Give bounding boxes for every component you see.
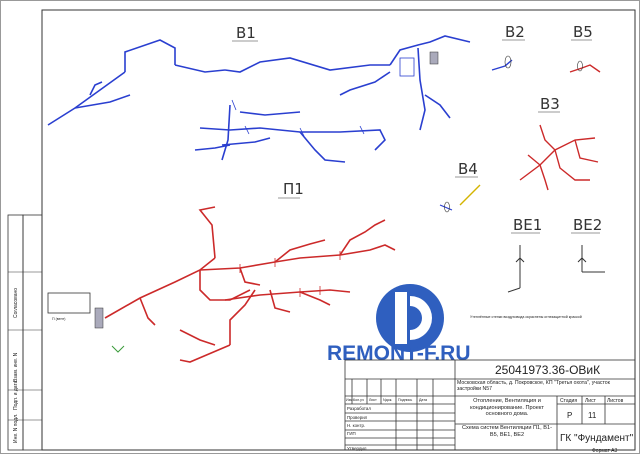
col-header-date: Дата [419,398,427,402]
role-gip: ГИП [347,431,356,436]
system-label-be2: ВЕ2 [573,216,602,234]
system-b2-network [491,55,513,71]
project-address: Московская область, д. Покровское, КП "Т… [457,380,610,392]
sheet-header: Лист [585,398,597,404]
system-label-b1: В1 [236,24,256,42]
sheet-title: Отопление, Вентиляция и кондиционировани… [470,398,544,418]
title-block [344,359,636,451]
system-b3-network [519,124,599,191]
system-label-b4: В4 [458,160,478,178]
system-p1-network [104,206,396,363]
system-b5-network [569,60,601,73]
system-label-be1: ВЕ1 [513,216,542,234]
side-stamp-cell-replace: Взам. инв. N [13,352,19,382]
role-developer: Разработал [347,406,371,411]
system-label-b3: В3 [540,95,560,113]
system-label-p1: П1 [283,180,304,198]
role-checker: Проверил [347,415,368,420]
col-header-sign: Подпись [398,398,412,402]
sheet-value: 11 [588,411,597,420]
col-header-kol: Кол.уч [353,398,364,402]
stage-header: Стадия [560,398,577,404]
system-b1-network [47,35,471,163]
company-name: ГК "Фундамент" [560,433,634,444]
sheets-header: Листов [607,398,624,404]
system-label-b5: В5 [573,23,593,41]
stage-value: Р [567,411,572,420]
role-approver: Утвердил [347,446,367,451]
side-stamp-cell-agreed: Согласовано [13,288,19,318]
side-stamp-cell-sign: Подп. и дата [13,380,19,410]
p1-unit-label: П (вент) [52,317,65,321]
insulation-note: Утеплённые стенки воздуховода окраснены … [470,315,582,319]
side-stamp: Инв. N подл. Подп. и дата Взам. инв. N С… [7,214,43,451]
system-be2-network [577,245,605,273]
drawing-code: 25041973.36-ОВиК [495,363,600,377]
col-header-izm: Изм. [346,398,354,402]
p1-air-handling-unit [47,292,91,314]
system-b4-network [439,184,481,213]
system-label-b2: В2 [505,23,525,41]
col-header-list: Лист [369,398,377,402]
system-be1-network [507,245,525,293]
watermark-text: REMONT-F.RU [327,342,471,365]
col-header-ndoc: Nдок. [383,398,392,402]
role-norm-control: Н. контр. [347,423,365,428]
sheet-format: Формат А3 [592,448,617,454]
watermark-logo [376,284,444,352]
drawing-title: Схема систем Вентиляции П1, В1-В5, ВЕ1, … [462,425,552,438]
side-stamp-cell-inv: Инв. N подл. [13,414,19,443]
